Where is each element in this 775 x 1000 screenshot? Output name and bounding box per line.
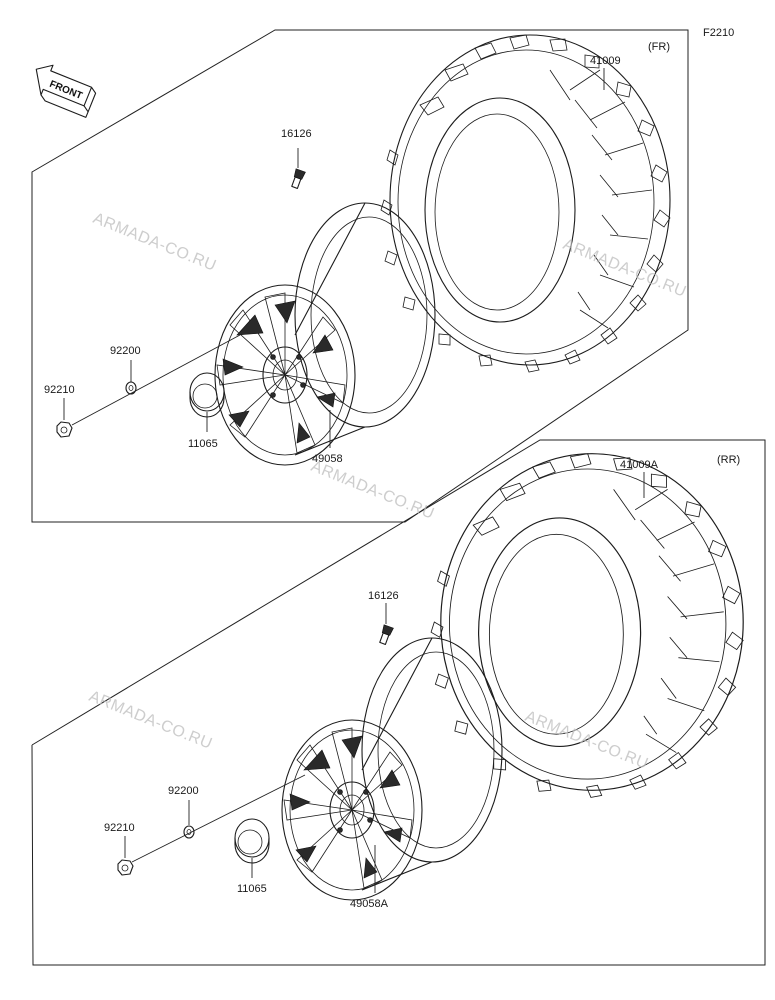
front-washer [125,381,137,395]
rear-section-frame [31,439,766,966]
front-nut [56,421,73,438]
watermark-4: ARMADA-CO.RU [87,688,215,753]
front-nut-label: 92210 [44,384,75,396]
rear-nut-label: 92210 [104,822,135,834]
front-direction-arrow: FRONT [35,64,97,118]
front-washer-label: 92200 [110,345,141,357]
front-tire-label: 41009 [590,55,621,67]
front-cap-label: 11065 [188,438,218,450]
diagram-code: F2210 [703,27,734,39]
watermark-5: ARMADA-CO.RU [523,708,651,773]
rear-valve-label: 16126 [368,590,399,602]
rear-section: (RR) [31,439,766,966]
rear-cap-label: 11065 [237,883,267,895]
front-section-tag: (FR) [648,41,670,53]
rear-nut [117,859,134,876]
rear-wheel-label: 49058A [350,898,389,910]
front-tire [380,34,671,373]
rear-valve [377,624,394,646]
front-wheel-label: 49058 [312,453,343,465]
front-section-frame [31,29,689,523]
rear-center-cap [234,818,270,864]
watermark-1: ARMADA-CO.RU [91,210,219,275]
rear-section-tag: (RR) [717,454,740,466]
watermark-2: ARMADA-CO.RU [561,236,689,301]
rear-wheel [281,637,503,901]
front-valve-label: 16126 [281,128,312,140]
rear-tire [430,453,744,798]
watermark-3: ARMADA-CO.RU [309,458,437,523]
front-wheel [214,202,436,466]
front-section: (FR) [31,29,689,523]
front-valve [289,168,306,190]
rear-washer-label: 92200 [168,785,199,797]
rear-tire-label: 41009A [620,459,659,471]
